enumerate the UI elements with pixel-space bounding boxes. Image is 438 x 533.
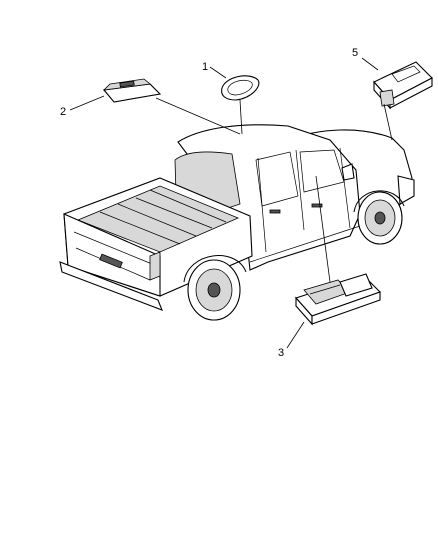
callout-3: 3: [278, 347, 284, 359]
control-module-part: [373, 61, 433, 110]
callout-1: 1: [202, 61, 208, 73]
cargo-lamp-part: [102, 78, 162, 103]
courtesy-lamp-part: [295, 273, 382, 326]
pickup-truck-illustration: [59, 124, 415, 321]
callout-2: 2: [60, 106, 66, 118]
dome-lamp-part: [221, 75, 260, 101]
callout-5: 5: [352, 47, 358, 59]
